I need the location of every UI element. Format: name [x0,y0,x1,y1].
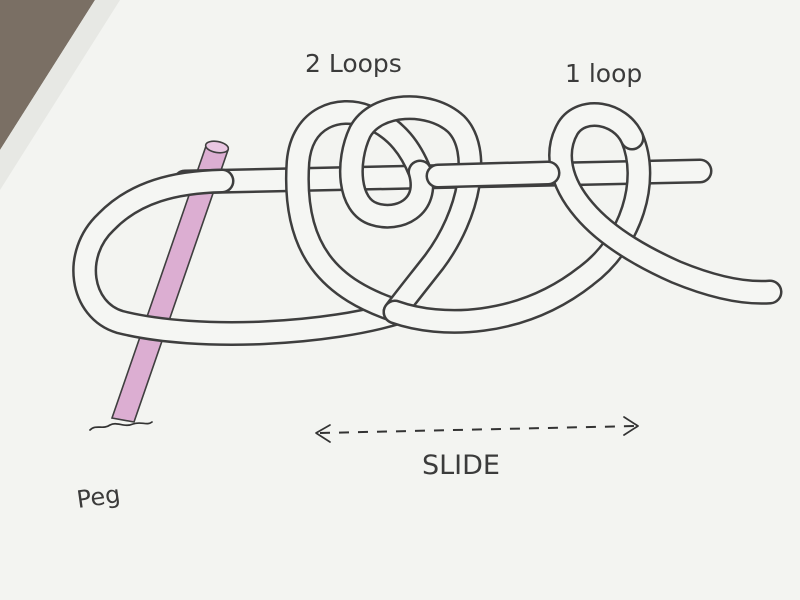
rope-single-loop [550,104,780,303]
slide-arrow-left-head [315,424,331,443]
rope-lower-sweep [385,128,649,332]
peg [89,140,230,431]
one-loop-label: 1 loop [565,59,642,88]
slide-arrow-line [319,425,637,434]
rope-loop-two-b [341,97,480,322]
slide-arrow [315,416,639,443]
rope-peg-loop [74,171,410,344]
two-loops-label: 2 Loops [305,49,402,78]
rope-loop-two-a [287,102,430,322]
slide-label: SLIDE [422,450,500,481]
rope [72,95,783,346]
slide-arrow-right-head [623,416,639,436]
peg-label: Peg [75,480,122,514]
ground-scribble [89,421,153,431]
rope-standing-part-over [428,163,558,186]
paper-shadow-edge [0,0,120,190]
peg-top [204,140,230,154]
